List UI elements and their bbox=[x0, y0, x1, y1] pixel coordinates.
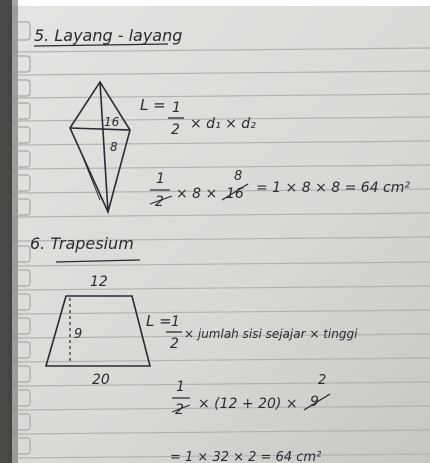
trap-calc-above: 2 bbox=[318, 373, 326, 388]
trap-calc-den: 2 bbox=[175, 402, 184, 418]
trap-formula-den: 2 bbox=[170, 336, 179, 352]
trap-formula-num: 1 bbox=[171, 314, 180, 330]
trap-bottom-label: 20 bbox=[92, 372, 110, 388]
trap-calc-num: 1 bbox=[176, 379, 185, 395]
kite-calc-times: × 8 × bbox=[176, 186, 217, 202]
kite-calc-above: 8 bbox=[234, 169, 242, 184]
trap-formula-lhs: L = bbox=[146, 312, 172, 330]
kite-formula-num: 1 bbox=[172, 100, 181, 116]
section5-heading: 5. Layang - layang bbox=[34, 26, 182, 45]
trapezoid-diagram bbox=[44, 295, 152, 367]
kite-diagram bbox=[69, 80, 131, 215]
page-shadow bbox=[0, 0, 12, 463]
trap-top-label: 12 bbox=[90, 274, 108, 290]
trap-calc-struck: 9 bbox=[310, 394, 319, 410]
ruled-lines bbox=[17, 47, 430, 459]
kite-calc-den: 2 bbox=[155, 194, 164, 210]
trap-formula-rest: × jumlah sisi sejajar × tinggi bbox=[184, 327, 358, 341]
kite-calc-result: = 1 × 8 × 8 = 64 cm² bbox=[256, 180, 410, 196]
section6-heading: 6. Trapesium bbox=[30, 234, 134, 253]
kite-formula-lhs: L = bbox=[140, 96, 166, 114]
margin-boxes bbox=[13, 21, 31, 455]
kite-formula-den: 2 bbox=[171, 122, 180, 138]
kite-d1-label: 16 bbox=[104, 115, 120, 129]
notebook-paper bbox=[8, 6, 430, 463]
trap-result: = 1 × 32 × 2 = 64 cm² bbox=[170, 450, 321, 463]
kite-d2-label: 8 bbox=[110, 140, 118, 154]
kite-calc-num: 1 bbox=[156, 171, 165, 187]
trap-calc-paren: × (12 + 20) × bbox=[198, 396, 298, 412]
kite-formula-rest: × d₁ × d₂ bbox=[190, 116, 256, 132]
trap-height-label: 9 bbox=[74, 327, 82, 342]
